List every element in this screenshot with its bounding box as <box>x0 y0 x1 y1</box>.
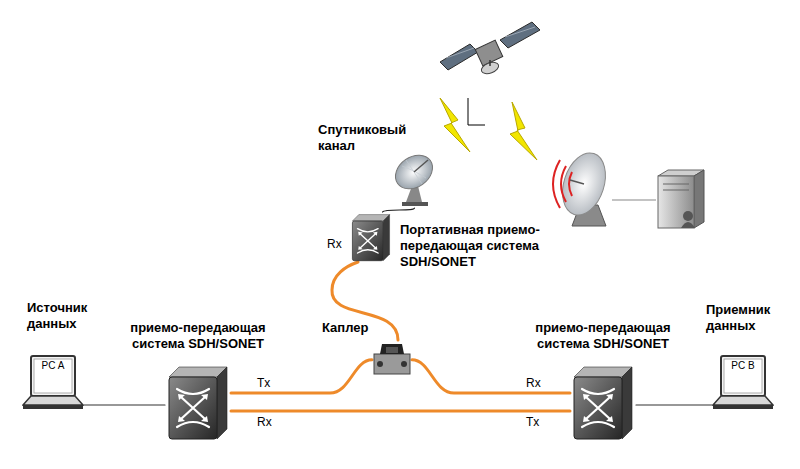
lightning-bolt <box>510 102 537 160</box>
receiver-laptop: Приемник данныхPC B <box>712 355 774 410</box>
cable-line <box>383 208 415 212</box>
sdh-device-icon <box>348 212 394 262</box>
sdh-device: приемо-передающая система SDH/SONET <box>570 363 636 441</box>
port-label: Rx <box>525 376 542 390</box>
node-heading: Источник данных <box>27 300 102 332</box>
node-heading: Спутниковый канал <box>318 122 410 154</box>
angle-mark <box>468 98 485 125</box>
fiber-line <box>231 360 372 393</box>
lightning-bolt <box>440 98 470 152</box>
source-laptop: Источник данныхPC A <box>22 355 84 410</box>
node-heading: Каплер <box>322 320 372 336</box>
server <box>658 170 704 228</box>
fiber-line <box>412 360 570 393</box>
cable-line <box>636 404 712 405</box>
node-heading: приемо-передающая система SDH/SONET <box>515 320 691 352</box>
node-heading: Портативная приемо-передающая система SD… <box>400 222 565 270</box>
cable-line <box>84 404 165 405</box>
fiber-line <box>231 409 570 412</box>
satellite-dish: Спутниковый канал <box>392 150 442 208</box>
screen-label: PC B <box>724 360 762 372</box>
sdh-device-icon <box>570 363 636 441</box>
node-heading: приемо-передающая система SDH/SONET <box>110 320 286 352</box>
coupler: Каплер <box>372 340 412 376</box>
satellite <box>440 22 540 76</box>
sdh-device-icon <box>165 363 231 441</box>
sdh-device: приемо-передающая система SDH/SONET <box>165 363 231 441</box>
screen-label: PC A <box>34 360 72 372</box>
server-wire <box>612 199 656 200</box>
port-label: Rx <box>326 237 343 251</box>
coupler-icon <box>372 340 412 376</box>
port-label: Tx <box>256 376 271 390</box>
ground-dish <box>553 147 613 226</box>
port-label: Rx <box>256 415 273 429</box>
node-heading: Приемник данных <box>706 302 788 334</box>
port-label: Tx <box>525 415 540 429</box>
portable-sdh-device: Портативная приемо-передающая система SD… <box>348 212 394 262</box>
satellite-dish-icon <box>392 150 442 208</box>
